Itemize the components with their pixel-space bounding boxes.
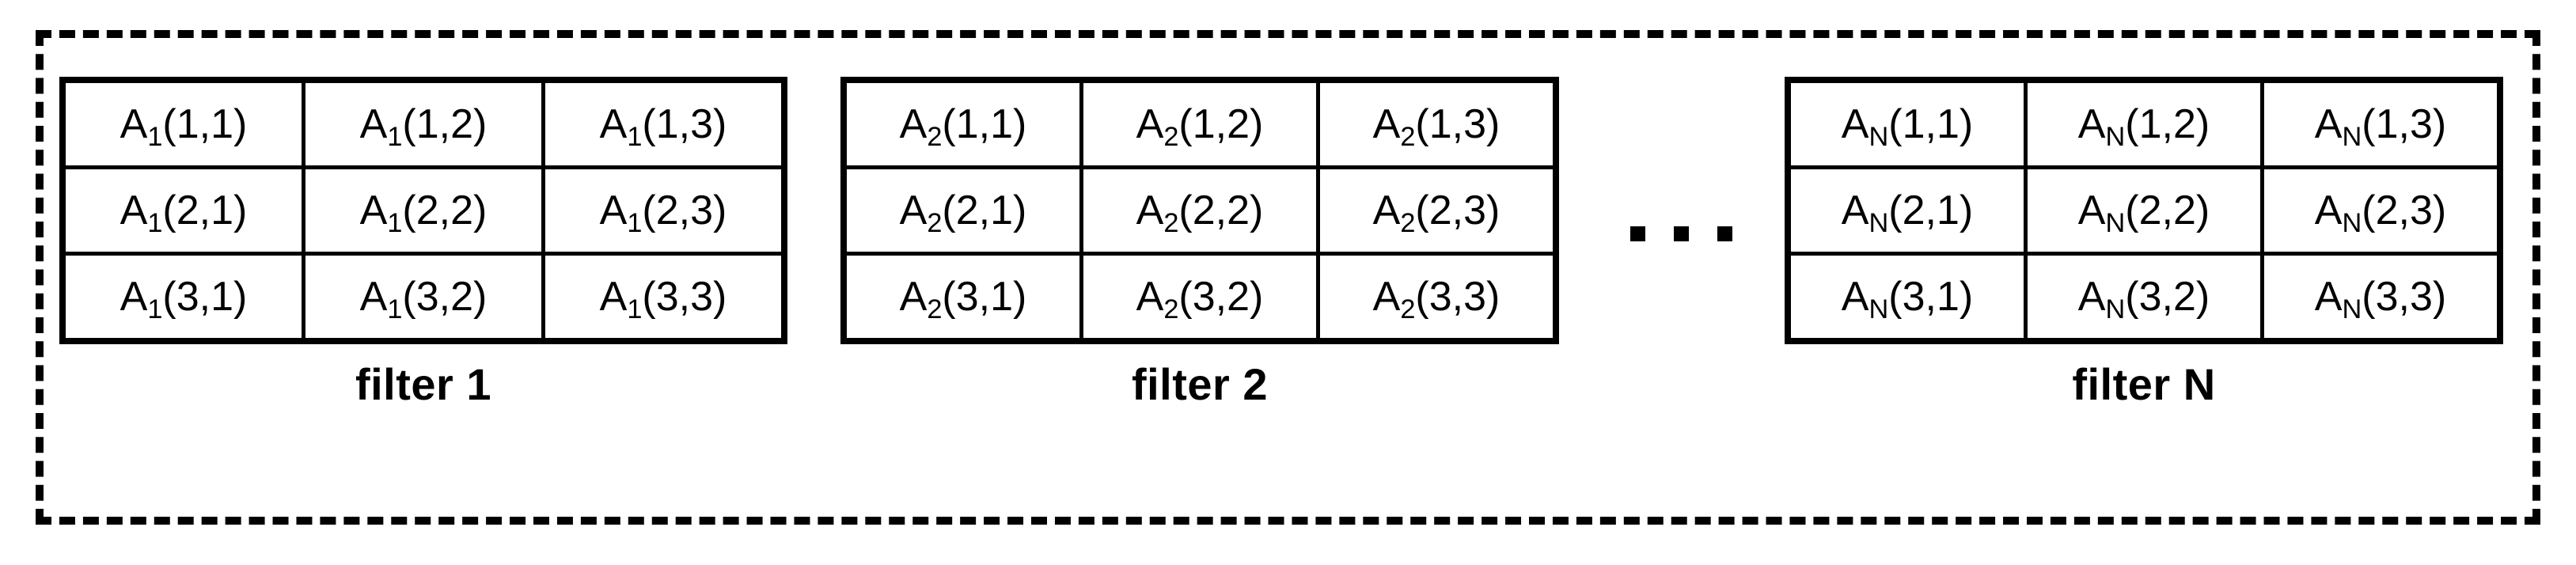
cell-label: A1(3,3)	[599, 274, 727, 324]
filter-matrix-n: AN(1,1) AN(1,2) AN(1,3) AN(2,1) AN(2,2) …	[1785, 77, 2503, 344]
matrix-cell[interactable]: AN(1,3)	[2260, 80, 2500, 169]
matrix-row: AN(1,1) AN(1,2) AN(1,3)	[1788, 80, 2500, 169]
cell-label: AN(1,3)	[2314, 101, 2447, 152]
matrix-cell[interactable]: A1(2,2)	[302, 165, 545, 256]
filter-caption-2: filter 2	[1131, 359, 1269, 409]
matrix-cell[interactable]: AN(3,3)	[2260, 252, 2500, 341]
matrix-cell[interactable]: A2(3,3)	[1316, 252, 1556, 341]
matrix-cell[interactable]: A2(1,3)	[1316, 80, 1556, 169]
cell-label: AN(3,1)	[1841, 274, 1974, 324]
matrix-cell[interactable]: A2(3,2)	[1079, 252, 1320, 341]
matrix-row: A1(1,1) A1(1,2) A1(1,3)	[63, 80, 784, 169]
cell-label: A1(2,3)	[599, 188, 727, 238]
matrix-cell[interactable]: A1(3,3)	[541, 252, 784, 341]
matrix-cell[interactable]: A2(2,2)	[1079, 165, 1320, 256]
cell-label: A2(3,2)	[1136, 274, 1264, 324]
ellipsis-dot	[1630, 226, 1645, 241]
cell-label: A2(1,2)	[1136, 101, 1264, 152]
cell-label: A1(1,2)	[359, 101, 488, 152]
cell-label: A2(2,2)	[1136, 188, 1264, 238]
matrix-cell[interactable]: A1(3,2)	[302, 252, 545, 341]
filter-caption-1: filter 1	[355, 359, 492, 409]
filter-matrix-2: A2(1,1) A2(1,2) A2(1,3) A2(2,1) A2(2,2) …	[840, 77, 1559, 344]
cell-label: A1(2,2)	[359, 188, 488, 238]
matrix-row: A1(2,1) A1(2,2) A1(2,3)	[63, 165, 784, 256]
matrix-cell[interactable]: A2(2,1)	[844, 165, 1083, 256]
ellipsis-dot	[1674, 226, 1689, 241]
filter-group-n[interactable]: AN(1,1) AN(1,2) AN(1,3) AN(2,1) AN(2,2) …	[1785, 77, 2503, 410]
cell-label: AN(1,2)	[2077, 101, 2210, 152]
matrix-cell[interactable]: A2(1,1)	[844, 80, 1083, 169]
matrix-cell[interactable]: AN(3,2)	[2024, 252, 2264, 341]
filter-group-2[interactable]: A2(1,1) A2(1,2) A2(1,3) A2(2,1) A2(2,2) …	[840, 77, 1559, 410]
matrix-cell[interactable]: A2(3,1)	[844, 252, 1083, 341]
cell-label: A1(2,1)	[120, 188, 248, 238]
matrix-cell[interactable]: A1(1,1)	[63, 80, 305, 169]
matrix-row: A1(3,1) A1(3,2) A1(3,3)	[63, 252, 784, 341]
matrix-row: A2(3,1) A2(3,2) A2(3,3)	[844, 252, 1556, 341]
filter-caption-n: filter N	[2072, 359, 2216, 409]
matrix-cell[interactable]: AN(3,1)	[1788, 252, 2028, 341]
cell-label: A2(3,1)	[899, 274, 1027, 324]
matrix-cell[interactable]: A2(1,2)	[1079, 80, 1320, 169]
matrix-cell[interactable]: AN(2,1)	[1788, 165, 2028, 256]
ellipsis-icon	[1630, 226, 1732, 241]
cell-label: A1(3,1)	[120, 274, 248, 324]
filter-matrix-1: A1(1,1) A1(1,2) A1(1,3) A1(2,1) A1(2,2) …	[59, 77, 787, 344]
cell-label: A2(3,3)	[1372, 274, 1500, 324]
matrix-cell[interactable]: AN(1,2)	[2024, 80, 2264, 169]
matrix-cell[interactable]: A2(2,3)	[1316, 165, 1556, 256]
cell-label: A2(2,3)	[1372, 188, 1500, 238]
matrix-cell[interactable]: AN(2,2)	[2024, 165, 2264, 256]
cell-label: AN(3,3)	[2314, 274, 2447, 324]
matrix-cell[interactable]: A1(2,1)	[63, 165, 305, 256]
matrix-row: A2(2,1) A2(2,2) A2(2,3)	[844, 165, 1556, 256]
cell-label: A1(1,3)	[599, 101, 727, 152]
matrix-cell[interactable]: A1(1,3)	[541, 80, 784, 169]
filter-group-1[interactable]: A1(1,1) A1(1,2) A1(1,3) A1(2,1) A1(2,2) …	[59, 77, 787, 410]
matrix-cell[interactable]: AN(2,3)	[2260, 165, 2500, 256]
matrix-row: A2(1,1) A2(1,2) A2(1,3)	[844, 80, 1556, 169]
matrix-cell[interactable]: A1(1,2)	[302, 80, 545, 169]
cell-label: A2(2,1)	[899, 188, 1027, 238]
cell-label: A1(1,1)	[120, 101, 248, 152]
matrix-cell[interactable]: A1(3,1)	[63, 252, 305, 341]
matrix-cell[interactable]: AN(1,1)	[1788, 80, 2028, 169]
cell-label: AN(2,2)	[2077, 188, 2210, 238]
cell-label: AN(3,2)	[2077, 274, 2210, 324]
ellipsis-dot	[1717, 226, 1732, 241]
matrix-row: AN(3,1) AN(3,2) AN(3,3)	[1788, 252, 2500, 341]
cell-label: A2(1,3)	[1372, 101, 1500, 152]
matrix-row: AN(2,1) AN(2,2) AN(2,3)	[1788, 165, 2500, 256]
filter-bank-container: A1(1,1) A1(1,2) A1(1,3) A1(2,1) A1(2,2) …	[36, 30, 2540, 525]
cell-label: AN(2,3)	[2314, 188, 2447, 238]
matrix-cell[interactable]: A1(2,3)	[541, 165, 784, 256]
cell-label: A1(3,2)	[359, 274, 488, 324]
cell-label: AN(1,1)	[1841, 101, 1974, 152]
cell-label: AN(2,1)	[1841, 188, 1974, 238]
cell-label: A2(1,1)	[899, 101, 1027, 152]
